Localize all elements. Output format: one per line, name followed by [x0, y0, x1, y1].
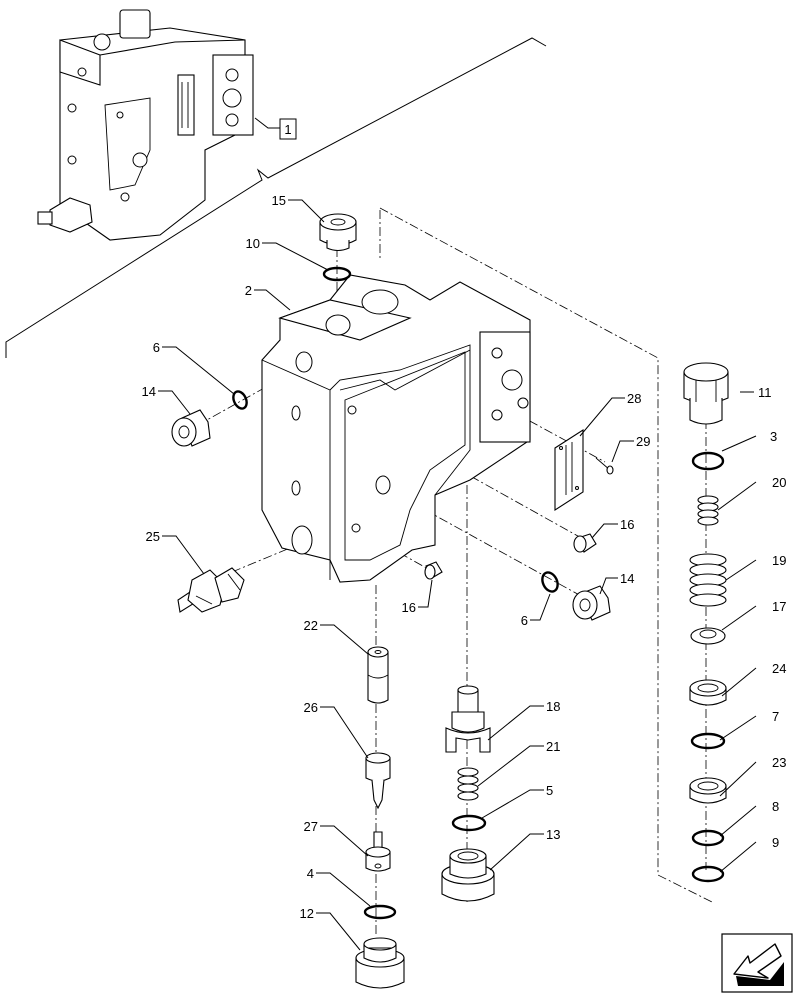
- part-23-seat: [689, 777, 727, 804]
- part-14-plug-right: [572, 585, 611, 621]
- callout-4: 4: [307, 866, 314, 881]
- part-21-spring: [457, 767, 479, 801]
- part-24-seat: [689, 679, 727, 706]
- callout-16-left: 16: [402, 600, 416, 615]
- callout-26: 26: [304, 700, 318, 715]
- part-16-plug-lower: [424, 561, 443, 580]
- part-17-washer: [690, 627, 726, 645]
- part-13-plug: [441, 848, 495, 902]
- assembly-reference-box: 1: [254, 117, 297, 140]
- part-19-spring: [689, 553, 727, 607]
- part-3-o-ring: [691, 451, 725, 471]
- callout-25: 25: [146, 529, 160, 544]
- callout-14-left: 14: [142, 384, 156, 399]
- part-10-o-ring: [322, 266, 352, 282]
- part-26-poppet: [365, 752, 391, 810]
- part-12-plug: [355, 937, 405, 989]
- callout-22: 22: [304, 618, 318, 633]
- valve-body: [261, 274, 531, 583]
- callout-leader-lines: [158, 199, 757, 951]
- callout-27: 27: [304, 819, 318, 834]
- callout-3: 3: [770, 429, 777, 444]
- callout-14-right: 14: [620, 571, 634, 586]
- part-15-plug: [319, 213, 357, 252]
- part-16-plug-upper: [573, 533, 597, 553]
- part-14-plug-left: [171, 409, 211, 447]
- part-25-fitting: [177, 567, 245, 613]
- part-8-o-ring: [691, 829, 725, 847]
- callout-24: 24: [772, 661, 786, 676]
- callout-21: 21: [546, 739, 560, 754]
- part-9-o-ring: [691, 865, 725, 883]
- part-27-seat: [365, 831, 391, 872]
- callout-10: 10: [246, 236, 260, 251]
- part-6-o-ring-left: [232, 390, 248, 410]
- callout-19: 19: [772, 553, 786, 568]
- callout-2: 2: [245, 283, 252, 298]
- callout-13: 13: [546, 827, 560, 842]
- callout-labels: 15 10 2 6 14 25 11 3 20 19 17 24 7 23 8 …: [142, 193, 787, 921]
- callout-5: 5: [546, 783, 553, 798]
- part-28-nameplate: [554, 428, 584, 512]
- back-arrow-icon[interactable]: [721, 933, 793, 993]
- inset-break-line: [5, 37, 547, 358]
- callout-7: 7: [772, 709, 779, 724]
- callout-15: 15: [272, 193, 286, 208]
- part-20-spring: [697, 495, 719, 526]
- part-5-o-ring: [451, 814, 487, 832]
- part-22-pin: [367, 646, 389, 704]
- callout-28: 28: [627, 391, 641, 406]
- part-29-rivet: [595, 457, 614, 475]
- callout-12: 12: [300, 906, 314, 921]
- callout-8: 8: [772, 799, 779, 814]
- part-11-cap: [683, 362, 729, 425]
- callout-9: 9: [772, 835, 779, 850]
- callout-6-left: 6: [153, 340, 160, 355]
- callout-16-right: 16: [620, 517, 634, 532]
- callout-20: 20: [772, 475, 786, 490]
- callout-23: 23: [772, 755, 786, 770]
- assembly-inset-thumbnail: [37, 9, 254, 241]
- part-4-o-ring: [363, 904, 397, 920]
- callout-1: 1: [284, 122, 291, 137]
- part-7-o-ring: [690, 732, 726, 750]
- callout-17: 17: [772, 599, 786, 614]
- part-6-o-ring-right: [541, 571, 559, 593]
- callout-6-right: 6: [521, 613, 528, 628]
- callout-11: 11: [758, 385, 772, 400]
- callout-18: 18: [546, 699, 560, 714]
- part-18-spool: [445, 685, 491, 753]
- callout-29: 29: [636, 434, 650, 449]
